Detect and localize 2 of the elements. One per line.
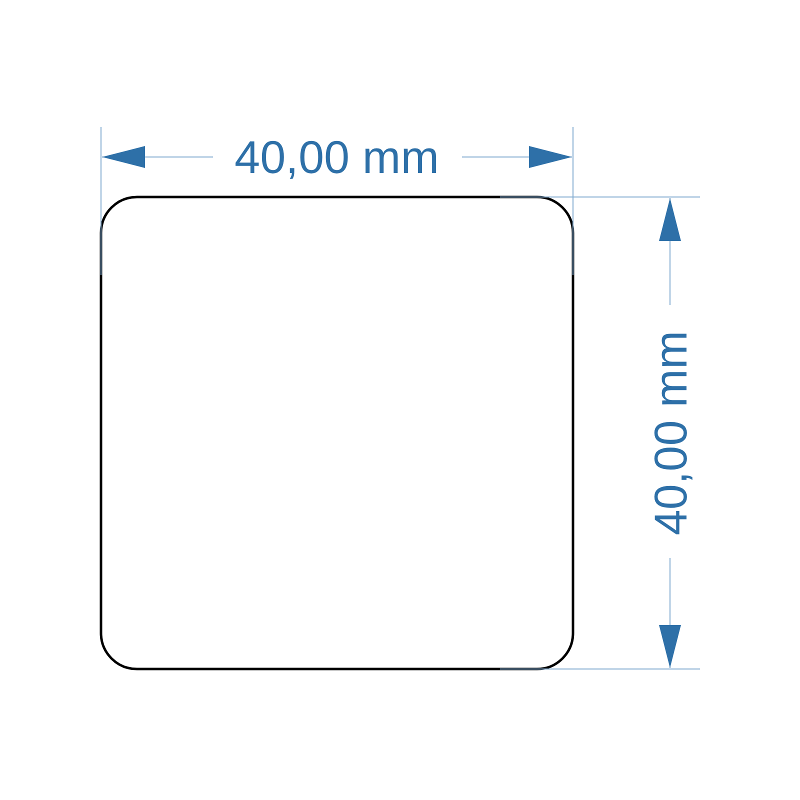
dimension-label: 40,00 mm (234, 134, 440, 180)
dimension-label: 40,00 mm (646, 330, 693, 536)
